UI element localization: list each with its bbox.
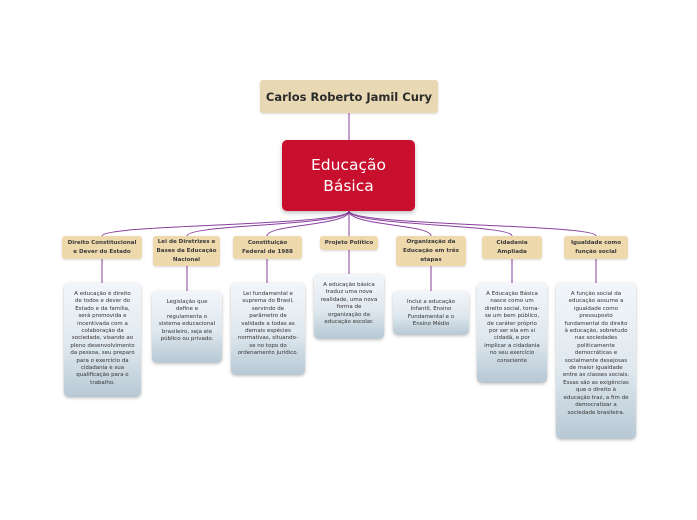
note-text: A função social da educação assume a igu… (562, 291, 630, 416)
note-igualdade-funcao-social: A função social da educação assume a igu… (556, 283, 636, 439)
topic-direito-constitucional[interactable]: Direito Constitucional e Dever do Estado (62, 236, 142, 259)
connector-topic-7 (348, 210, 597, 237)
topic-label: Igualdade como função social (570, 239, 622, 255)
topic-label: Direito Constitucional e Dever do Estado (67, 239, 137, 255)
topic-label: Lei de Diretrizes e Bases da Educação Na… (156, 238, 217, 263)
note-text: A educação básica traduz uma nova realid… (320, 282, 378, 326)
connector-topic-3 (266, 210, 350, 237)
topic-label: Projeto Político (324, 239, 374, 246)
topic-projeto-politico[interactable]: Projeto Político (320, 236, 378, 250)
note-cidadania-ampliada: A Educação Básica nasce como um direito … (477, 283, 547, 383)
note-text: Inclui a educação Infantil, Ensino Funda… (406, 299, 456, 328)
author-node[interactable]: Carlos Roberto Jamil Cury (260, 80, 438, 113)
topic-label: Constituição Federal de 1988 (242, 239, 293, 255)
author-label: Carlos Roberto Jamil Cury (265, 89, 433, 104)
connector-topic-6 (348, 210, 513, 237)
note-text: A Educação Básica nasce como um direito … (484, 291, 540, 364)
connector-topic-1 (101, 210, 350, 237)
topic-lei-diretrizes[interactable]: Lei de Diretrizes e Bases da Educação Na… (153, 236, 220, 266)
central-topic[interactable]: Educação Básica (282, 140, 415, 211)
note-lei-diretrizes: Legislação que define e regulamenta o si… (152, 291, 222, 363)
note-organizacao-etapas: Inclui a educação Infantil, Ensino Funda… (393, 291, 469, 335)
note-direito-constitucional: A educação é direito de todos e dever do… (64, 283, 141, 397)
topic-constituicao-federal[interactable]: Constituição Federal de 1988 (233, 236, 302, 259)
note-constituicao-federal: Lei fundamental e suprema do Brasil, ser… (231, 283, 305, 375)
note-text: Legislação que define e regulamenta o si… (158, 299, 216, 343)
topic-label: Cidadania Ampliada (496, 239, 528, 255)
topic-label: Organização da Educação em três etapas (403, 238, 459, 263)
topic-cidadania-ampliada[interactable]: Cidadania Ampliada (482, 236, 542, 259)
central-title-line1: Educação (311, 155, 386, 174)
connector-topic-5 (348, 210, 432, 237)
topic-organizacao-etapas[interactable]: Organização da Educação em três etapas (396, 236, 466, 266)
topic-igualdade-funcao-social[interactable]: Igualdade como função social (564, 236, 628, 259)
central-title-line2: Básica (323, 176, 374, 195)
note-text: Lei fundamental e suprema do Brasil, ser… (237, 291, 299, 357)
note-projeto-politico: A educação básica traduz uma nova realid… (314, 274, 384, 339)
note-text: A educação é direito de todos e dever do… (70, 291, 135, 386)
connector-topic-2 (186, 210, 350, 237)
